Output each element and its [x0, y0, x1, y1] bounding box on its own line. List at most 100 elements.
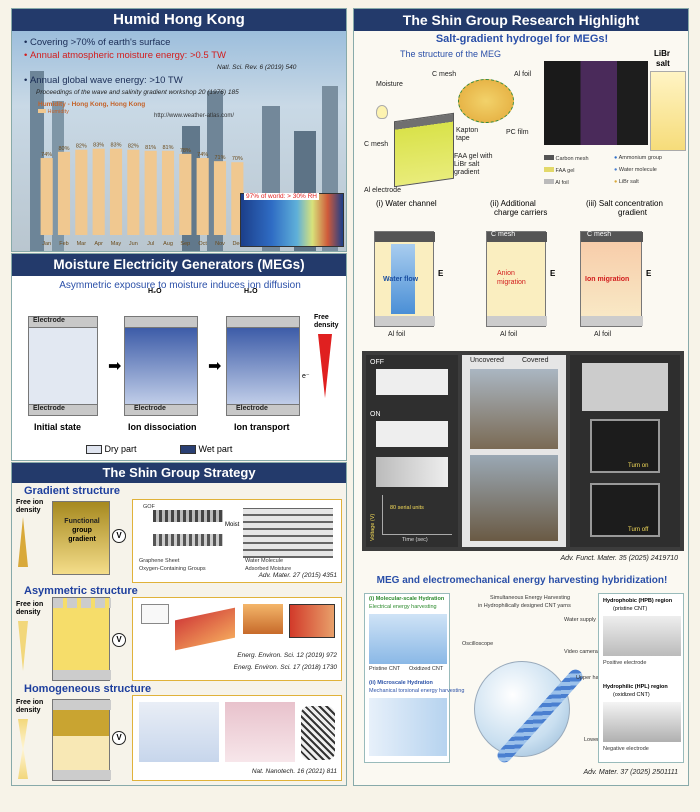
humidity-bar-nov	[213, 161, 227, 235]
humidity-value-label: 78%	[180, 148, 191, 154]
e-field-label-3: E	[646, 269, 652, 278]
stage2-label: Ion dissociation	[128, 422, 197, 432]
humidity-month-label: Jan	[42, 241, 51, 247]
gradient-free-ion: Free ion	[16, 499, 44, 506]
water-flow-label: Water flow	[383, 276, 419, 283]
humidity-month-label: Nov	[215, 241, 225, 247]
macro-sub-label: Electrical energy harvesting	[369, 604, 437, 610]
e-field-label-2: E	[550, 269, 556, 278]
humidity-bar-apr	[92, 148, 105, 235]
humidity-bar-jan	[40, 158, 53, 235]
asymmetric-device	[52, 597, 111, 681]
mech-salt-gradient-1: (iii) Salt concentration	[586, 199, 663, 208]
dry-part-swatch	[86, 445, 102, 455]
legend-carbon-mesh: Carbon mesh	[555, 156, 589, 162]
humid-hong-kong-panel: Humid Hong Kong • Covering >70% of earth…	[11, 8, 347, 252]
mech-diagram-salt: C mesh Ion migration	[580, 231, 643, 327]
stage-transport-diagram: Electrode	[226, 316, 300, 416]
voltmeter-icon-2: V	[112, 633, 126, 647]
voltmeter-icon: V	[112, 529, 126, 543]
pc-film-label: PC film	[506, 129, 529, 136]
c-mesh-label-mech3: C mesh	[587, 231, 612, 238]
stage3-bottom-electrode-label: Electrode	[236, 405, 268, 412]
arrow-icon: ➡	[108, 358, 122, 375]
humidity-value-label: 82%	[128, 144, 139, 150]
bullet-moisture: Covering >70% of earth's surface	[29, 37, 171, 48]
stage1-top-electrode-label: Electrode	[33, 317, 65, 324]
humidity-chart-title: Humidity - Hong Kong, Hong Kong	[38, 101, 146, 108]
hybrid-panel-left: (i) Molecular-scale Hydration Electrical…	[364, 593, 464, 763]
uncovered-label: Uncovered	[470, 357, 504, 364]
wet-part-swatch	[180, 445, 196, 455]
humidity-value-label: 70%	[232, 156, 243, 162]
migration-label: migration	[497, 279, 526, 286]
humidity-value-label: 74%	[41, 152, 52, 158]
c-mesh-label-side: C mesh	[364, 141, 389, 148]
gradient-density: density	[16, 507, 41, 514]
e-field-label-1: E	[438, 269, 444, 278]
stage-initial-diagram: Electrode Electrode	[28, 316, 98, 416]
bullet-atmospheric: Annual atmospheric moisture energy: >0.5…	[29, 50, 226, 61]
video-camera-label: Video camera	[564, 649, 598, 655]
gradient-density-triangle	[18, 517, 28, 567]
stage3-h2o: H₂O	[244, 288, 258, 295]
gradient-figure: GOF Moist Graphene Sheet Oxygen-Containi…	[132, 499, 342, 583]
al-electrode-label: Al electrode	[364, 187, 401, 194]
libr-label: LiBr salt	[454, 161, 480, 168]
megs-subtitle: Asymmetric exposure to moisture induces …	[59, 280, 301, 291]
humidity-value-label: 81%	[145, 145, 156, 151]
positive-electrode-label: Positive electrode	[603, 660, 647, 666]
gradient-label: gradient	[68, 536, 96, 543]
eminus-label: e⁻	[302, 373, 310, 380]
humidity-month-label: Sep	[180, 241, 190, 247]
mech-diagram-anion: C mesh Anion migration	[486, 231, 547, 327]
humidity-bar-jul	[144, 150, 157, 235]
humidity-bar-jun	[127, 149, 140, 235]
ref-natl-sci: Natl. Sci. Rev. 6 (2019) 540	[217, 64, 297, 71]
ref-hybrid: Adv. Mater. 37 (2025) 2501111	[583, 769, 678, 776]
humidity-month-label: Apr	[94, 241, 103, 247]
hpl-label: Hydrophilic (HPL) region	[603, 684, 668, 690]
humidity-month-label: Mar	[77, 241, 87, 247]
graphene-sheet-label: Graphene Sheet	[139, 558, 180, 564]
legend-faa-gel: FAA gel	[555, 168, 575, 174]
ion-migration-label: Ion migration	[585, 276, 630, 283]
ref-wave-workshop: Proceedings of the wave and salinity gra…	[36, 89, 239, 96]
device-photo-panel: OFF ON Voltage (V) 80 serial units Time …	[362, 351, 684, 551]
salt-gradient-strip	[650, 71, 686, 151]
free-density-triangle	[318, 334, 332, 398]
asym-density-triangle	[18, 621, 28, 671]
strategy-title: The Shin Group Strategy	[12, 463, 346, 483]
megs-title: Moisture Electricity Generators (MEGs)	[12, 254, 346, 276]
humidity-value-label: 74%	[197, 152, 208, 158]
ref-asym-1: Energ. Environ. Sci. 12 (2019) 972	[237, 652, 337, 659]
covered-label: Covered	[522, 357, 549, 364]
megs-panel: Moisture Electricity Generators (MEGs) A…	[11, 253, 347, 461]
humidity-value-label: 71%	[214, 155, 225, 161]
research-title: The Shin Group Research Highlight	[354, 9, 688, 31]
al-foil-label-top: Al foil	[514, 71, 532, 78]
voltage-axis-label: Voltage (V)	[370, 513, 376, 541]
homo-free-ion: Free ion	[16, 699, 44, 706]
al-foil-label-3: Al foil	[594, 331, 612, 338]
structure-label: The structure of the MEG	[400, 49, 502, 59]
humidity-bar-sep	[179, 153, 192, 235]
stage-dissociation-diagram: Electrode	[124, 316, 198, 416]
meg-inset-device	[458, 79, 514, 123]
mech-charge-carriers-2: charge carriers	[494, 208, 548, 217]
bulb-icon	[376, 105, 388, 119]
anion-label: Anion	[497, 270, 515, 277]
stage3-label: Ion transport	[234, 422, 290, 432]
humidity-value-label: 83%	[93, 143, 104, 149]
humidity-value-label: 83%	[110, 143, 121, 149]
homo-density-hourglass	[18, 719, 28, 779]
asym-density: density	[16, 609, 41, 616]
micro-label: (ii) Microscale Hydration	[369, 680, 433, 686]
humidity-month-label: Aug	[163, 241, 173, 247]
hpb-sub-label: (pristine CNT)	[613, 606, 648, 612]
dry-part-label: Dry part	[104, 444, 137, 454]
humidity-value-label: 81%	[162, 145, 173, 151]
turn-off-label: Turn off	[628, 527, 649, 533]
arrow-icon-2: ➡	[208, 358, 222, 375]
wet-part-label: Wet part	[198, 444, 233, 454]
